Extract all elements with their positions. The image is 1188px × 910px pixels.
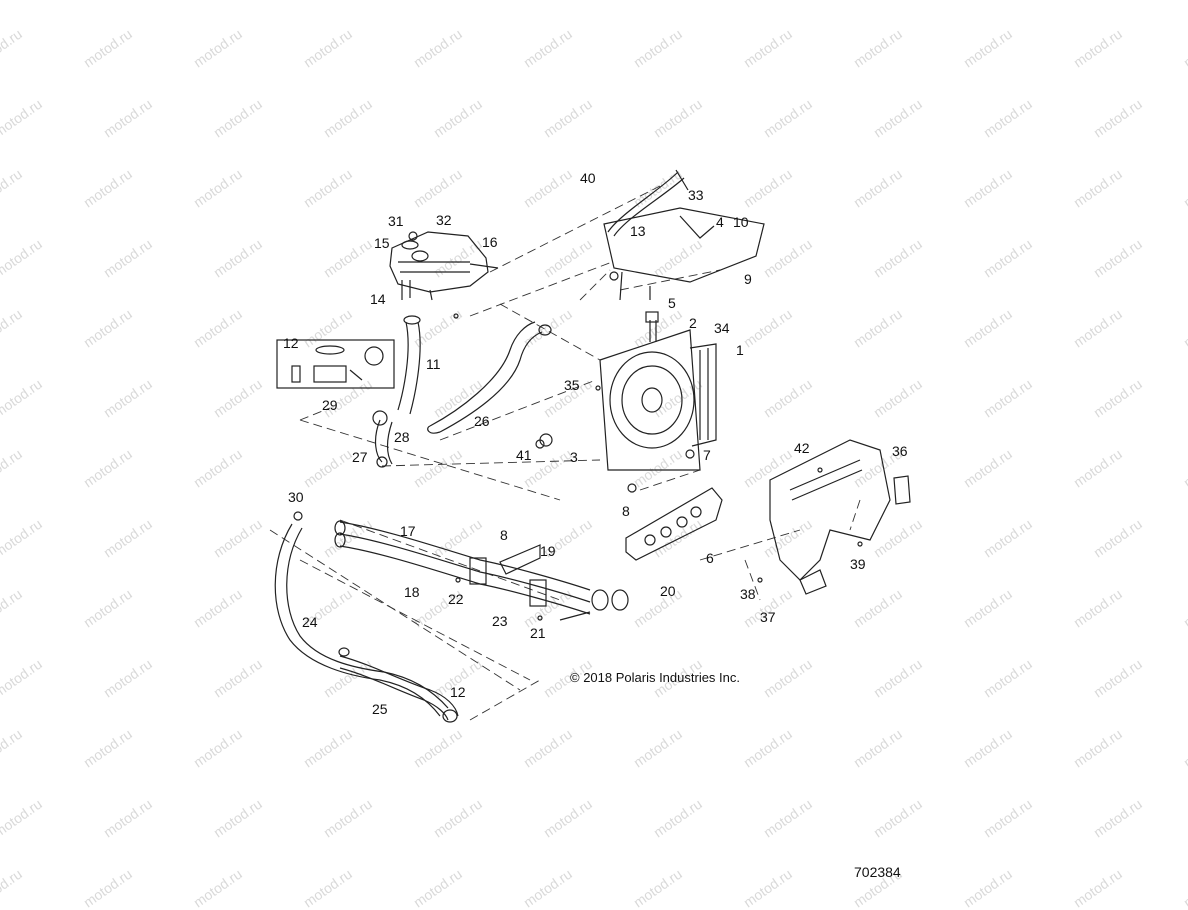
shroud-42	[769, 439, 891, 595]
skid-plate	[603, 207, 765, 301]
callout-c35: 35	[564, 377, 580, 393]
hose-11	[372, 315, 421, 468]
callout-c30: 30	[288, 489, 304, 505]
callout-c21: 21	[530, 625, 546, 641]
callout-c8a: 8	[622, 503, 630, 519]
callout-c24: 24	[302, 614, 318, 630]
inset-box	[276, 339, 395, 389]
callout-c38: 38	[740, 586, 756, 602]
callout-c28: 28	[394, 429, 410, 445]
callout-c31: 31	[388, 213, 404, 229]
callout-c26: 26	[474, 413, 490, 429]
assembly-lines	[269, 185, 861, 721]
callout-c11: 11	[426, 356, 441, 372]
callout-c29: 29	[322, 397, 338, 413]
bracket-19	[499, 544, 541, 575]
callout-c5: 5	[668, 295, 676, 311]
callout-c25: 25	[372, 701, 388, 717]
fasteners	[453, 271, 863, 621]
callout-c3: 3	[570, 449, 578, 465]
radiator-fan	[599, 311, 717, 471]
callout-c37: 37	[760, 609, 776, 625]
callout-c39: 39	[850, 556, 866, 572]
diagram-line-art	[269, 169, 911, 723]
callout-c14: 14	[370, 291, 386, 307]
callout-c22: 22	[448, 591, 464, 607]
bracket-6	[625, 487, 723, 561]
callout-c20: 20	[660, 583, 676, 599]
callout-c36: 36	[892, 443, 908, 459]
callout-c27: 27	[352, 449, 368, 465]
callout-c33: 33	[688, 187, 704, 203]
bracket-36	[893, 475, 911, 505]
tubes-17-18	[334, 520, 629, 615]
hose-24-25	[274, 511, 459, 723]
coolant-reservoir	[389, 231, 499, 301]
callout-c18: 18	[404, 584, 420, 600]
callout-c7: 7	[703, 447, 711, 463]
bar-40	[607, 169, 689, 237]
drawing-id: 702384	[854, 864, 901, 880]
callout-c13: 13	[630, 223, 646, 239]
callout-c32: 32	[436, 212, 452, 228]
callout-c16: 16	[482, 234, 498, 250]
callout-c12b: 12	[450, 684, 466, 700]
callout-c2: 2	[689, 315, 697, 331]
callout-c42: 42	[794, 440, 810, 456]
callout-c12a: 12	[283, 335, 299, 351]
callout-c17: 17	[400, 523, 416, 539]
callout-c6: 6	[706, 550, 714, 566]
callout-c41: 41	[516, 447, 532, 463]
callout-c19: 19	[540, 543, 556, 559]
callout-c4: 4	[716, 214, 724, 230]
callout-c8b: 8	[500, 527, 508, 543]
callout-c23: 23	[492, 613, 508, 629]
callout-c15: 15	[374, 235, 390, 251]
callout-c40: 40	[580, 170, 596, 186]
callout-c10: 10	[733, 214, 749, 230]
callout-c1: 1	[736, 342, 744, 358]
hose-26	[427, 321, 552, 434]
callout-c9: 9	[744, 271, 752, 287]
callout-c34: 34	[714, 320, 730, 336]
copyright-text: © 2018 Polaris Industries Inc.	[570, 670, 740, 685]
